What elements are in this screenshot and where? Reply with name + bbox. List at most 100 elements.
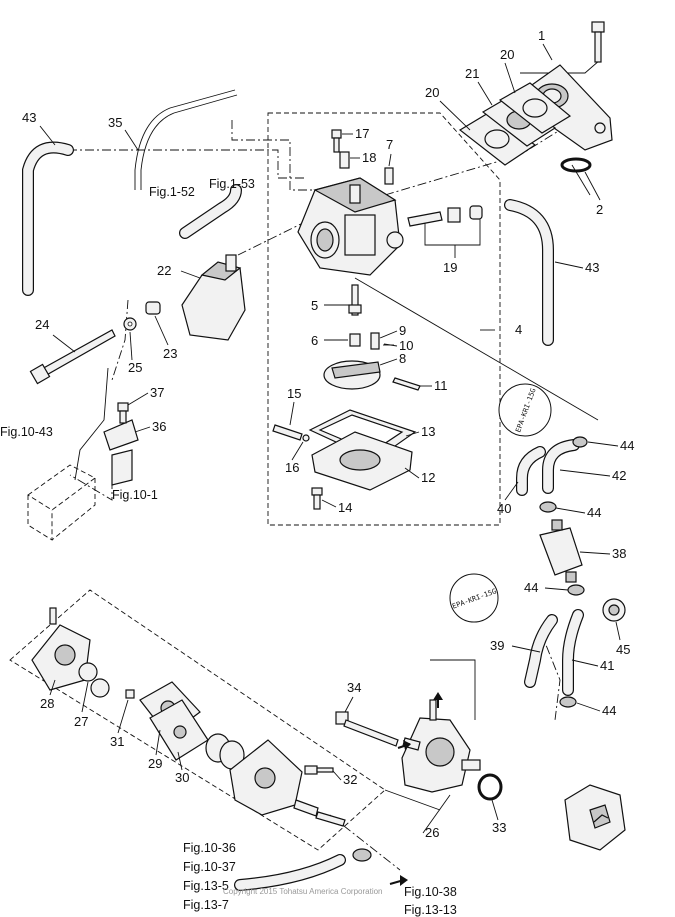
clip-44-d bbox=[559, 696, 577, 708]
carburetor-assembly-boundary bbox=[267, 112, 501, 526]
callout-45: 45 bbox=[616, 642, 630, 657]
bolt-24 bbox=[29, 329, 116, 385]
hose-39 bbox=[524, 614, 558, 688]
o-ring-33 bbox=[477, 773, 503, 801]
callout-41: 41 bbox=[600, 658, 614, 673]
enrichment-valve-22 bbox=[181, 254, 246, 341]
carburetor-body bbox=[297, 177, 404, 276]
o-ring-2 bbox=[560, 157, 592, 173]
drain-screw-15-16 bbox=[272, 424, 310, 442]
figure-references: Fig.1-52 Fig.1-53 Fig.10-43 Fig.10-1 Fig… bbox=[0, 177, 457, 917]
callout-36: 36 bbox=[152, 419, 166, 434]
float-8 bbox=[323, 360, 381, 390]
screw-7 bbox=[384, 167, 394, 185]
emission-tag-upper: EPA-KRI-15G bbox=[498, 383, 552, 437]
ref-fig-10-1: Fig.10-1 bbox=[112, 488, 158, 502]
hose-41 bbox=[562, 609, 584, 696]
washer-25 bbox=[123, 317, 137, 331]
screw-17 bbox=[331, 129, 342, 153]
fuel-pump-26 bbox=[401, 699, 481, 793]
grommet-45 bbox=[602, 598, 626, 622]
callout-12: 12 bbox=[421, 470, 435, 485]
callout-27: 27 bbox=[74, 714, 88, 729]
callout-19: 19 bbox=[443, 260, 457, 275]
callout-labels: 1 2 4 5 6 7 8 9 10 11 12 13 14 15 16 17 … bbox=[22, 28, 634, 840]
callout-6: 6 bbox=[311, 333, 318, 348]
callout-44-d: 44 bbox=[602, 703, 616, 718]
cable-35 bbox=[134, 89, 236, 190]
ref-fig-1-52: Fig.1-52 bbox=[149, 185, 195, 199]
leader-lines bbox=[68, 59, 601, 871]
spring-18 bbox=[339, 151, 350, 169]
ref-fig-10-38: Fig.10-38 bbox=[404, 885, 457, 899]
bolt-34 bbox=[335, 711, 399, 747]
callout-17: 17 bbox=[355, 126, 369, 141]
pump-cover-28 bbox=[31, 607, 91, 691]
callout-15: 15 bbox=[287, 386, 301, 401]
callout-5: 5 bbox=[311, 298, 318, 313]
hose-fig-10-38 bbox=[234, 854, 346, 891]
callout-43-a: 43 bbox=[22, 110, 36, 125]
callout-1: 1 bbox=[538, 28, 545, 43]
float-chamber-12 bbox=[311, 431, 413, 491]
fuel-pump-assembly-boundary bbox=[9, 589, 386, 851]
callout-24: 24 bbox=[35, 317, 49, 332]
callout-35: 35 bbox=[108, 115, 122, 130]
callout-20-a: 20 bbox=[500, 47, 514, 62]
callout-33: 33 bbox=[492, 820, 506, 835]
hose-43-right bbox=[504, 199, 554, 346]
callout-20-b: 20 bbox=[425, 85, 439, 100]
callout-44-b: 44 bbox=[587, 505, 601, 520]
callout-26: 26 bbox=[425, 825, 439, 840]
main-nozzle-6 bbox=[349, 333, 361, 347]
ref-fig-10-43: Fig.10-43 bbox=[0, 425, 53, 439]
ref-fig-13-13: Fig.13-13 bbox=[404, 903, 457, 917]
hose-43-left bbox=[22, 141, 74, 296]
pilot-screw-19 bbox=[407, 205, 483, 227]
float-pin-11 bbox=[392, 377, 421, 391]
callout-32: 32 bbox=[343, 772, 357, 787]
callout-9: 9 bbox=[399, 323, 406, 338]
clip-44-a bbox=[572, 436, 588, 448]
callout-leaders bbox=[39, 43, 621, 834]
callout-21: 21 bbox=[465, 66, 479, 81]
callout-18: 18 bbox=[362, 150, 376, 165]
collar-23 bbox=[145, 301, 161, 315]
pump-thumbnail bbox=[564, 784, 626, 851]
hose-40 bbox=[516, 446, 546, 496]
callout-16: 16 bbox=[285, 460, 299, 475]
callout-42: 42 bbox=[612, 468, 626, 483]
hose-clip bbox=[352, 848, 372, 862]
main-jet-5 bbox=[348, 284, 362, 316]
needle-valve-9-10 bbox=[370, 332, 394, 350]
hose-fig-1-52 bbox=[179, 184, 242, 239]
callout-14: 14 bbox=[338, 500, 352, 515]
cable-35-inner bbox=[140, 94, 238, 190]
screw-14 bbox=[311, 487, 323, 510]
callout-44-c: 44 bbox=[524, 580, 538, 595]
callout-30: 30 bbox=[175, 770, 189, 785]
callout-44-a: 44 bbox=[620, 438, 634, 453]
callout-11: 11 bbox=[434, 378, 448, 393]
callout-22: 22 bbox=[157, 263, 171, 278]
fuel-filter-38 bbox=[539, 519, 583, 583]
callout-29: 29 bbox=[148, 756, 162, 771]
callout-2: 2 bbox=[596, 202, 603, 217]
flow-arrows bbox=[389, 692, 443, 886]
screw-32 bbox=[304, 765, 334, 775]
callout-8: 8 bbox=[399, 351, 406, 366]
hose-42 bbox=[542, 439, 580, 494]
ref-fig-10-36: Fig.10-36 bbox=[183, 841, 236, 855]
callout-34: 34 bbox=[347, 680, 361, 695]
emission-tag-lower: EPA-KRI-15G bbox=[449, 573, 499, 623]
callout-10: 10 bbox=[399, 338, 413, 353]
clip-44-c bbox=[567, 584, 585, 596]
callout-23: 23 bbox=[163, 346, 177, 361]
clip-44-b bbox=[539, 501, 557, 513]
callout-13: 13 bbox=[421, 424, 435, 439]
cable-36 bbox=[74, 367, 109, 481]
copyright-notice: Copyright 2015 Tohatsu America Corporati… bbox=[223, 887, 383, 896]
callout-38: 38 bbox=[612, 546, 626, 561]
screw-37 bbox=[117, 402, 129, 424]
